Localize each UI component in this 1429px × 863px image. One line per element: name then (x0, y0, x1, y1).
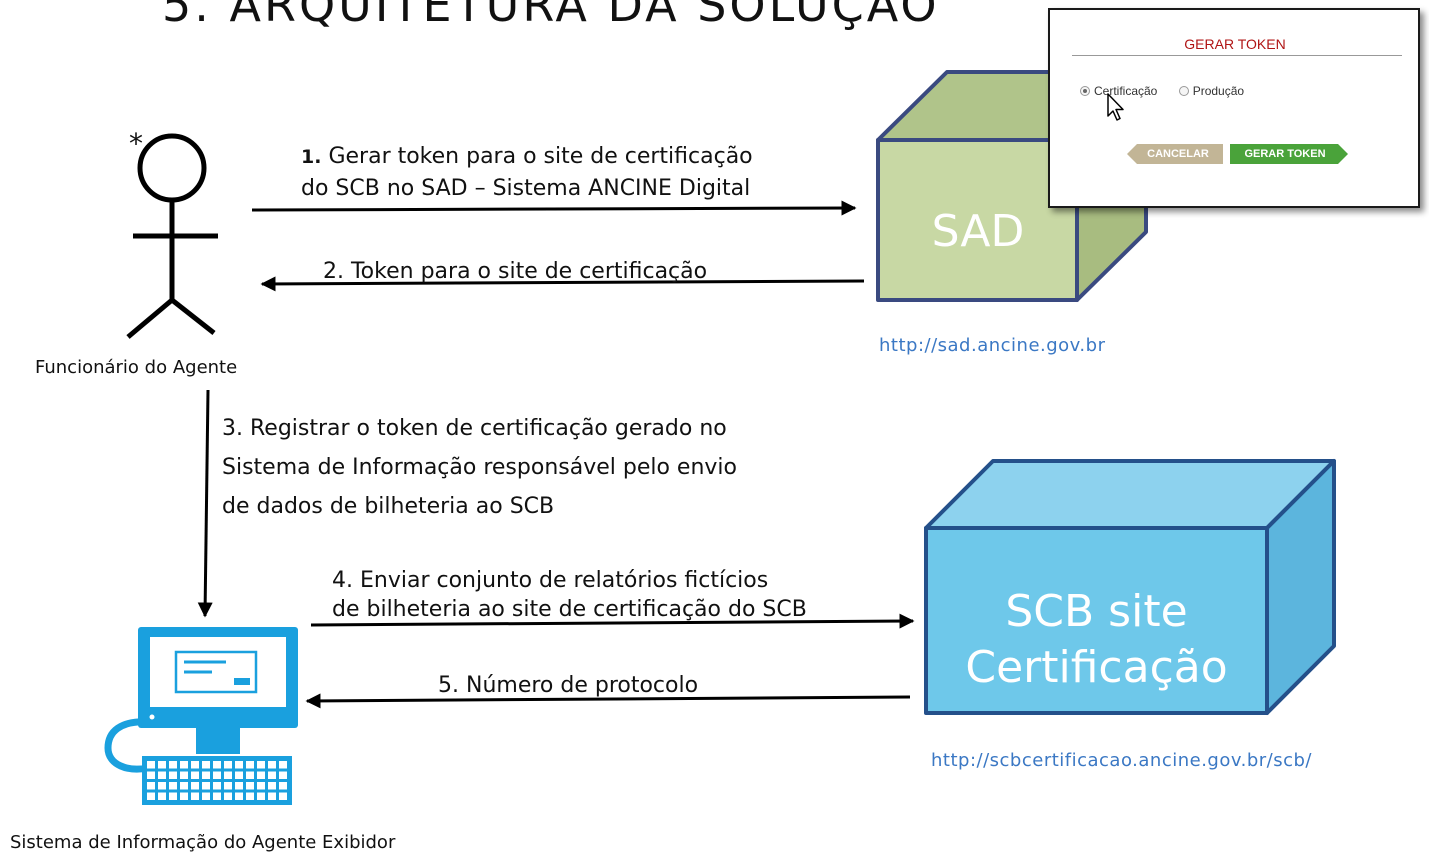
scb-label: SCB site Certificação (926, 584, 1267, 696)
keyboard-key (147, 761, 155, 769)
keyboard-key (169, 771, 177, 779)
keyboard-key (224, 792, 232, 800)
person-label: Funcionário do Agente (35, 357, 238, 378)
keyboard-key (169, 761, 177, 769)
step-1-number: 1. (301, 146, 322, 168)
keyboard-key (235, 771, 243, 779)
arrow-3 (197, 389, 213, 618)
keyboard-key (213, 761, 221, 769)
step-1-line-1: 1. Gerar token para o site de certificaç… (301, 140, 753, 174)
dialog-divider (1072, 55, 1402, 56)
keyboard-key (213, 771, 221, 779)
keyboard-key (147, 771, 155, 779)
keyboard-key (147, 792, 155, 800)
arrow-5 (305, 693, 911, 709)
page-title: 5. ARQUITETURA DA SOLUÇÃO (162, 0, 940, 32)
cancel-button[interactable]: CANCELAR (1127, 144, 1223, 164)
keyboard-key (224, 771, 232, 779)
keyboard-key (246, 771, 254, 779)
keyboard-key (268, 792, 276, 800)
keyboard-key (268, 761, 276, 769)
sad-label: SAD (931, 206, 1025, 257)
keyboard-key (279, 782, 287, 790)
step-1-text: Gerar token para o site de certificação (328, 144, 753, 169)
keyboard-key (235, 782, 243, 790)
radio-option-certificacao[interactable]: Certificação (1080, 84, 1161, 98)
keyboard-key (180, 782, 188, 790)
keyboard-key (180, 761, 188, 769)
sad-url: http://sad.ancine.gov.br (879, 335, 1106, 356)
keyboard-key (169, 782, 177, 790)
keyboard-key (246, 792, 254, 800)
keyboard-key (158, 761, 166, 769)
step-1-line-2: do SCB no SAD – Sistema ANCINE Digital (301, 176, 751, 201)
step-3-line-2: Sistema de Informação responsável pelo e… (222, 455, 738, 480)
radio-label-producao: Produção (1192, 84, 1245, 98)
actor-marker: * (129, 127, 143, 160)
keyboard-key (180, 771, 188, 779)
keyboard-key (191, 761, 199, 769)
keyboard-key (147, 782, 155, 790)
arrow-2 (260, 276, 865, 292)
keyboard-key (191, 771, 199, 779)
keyboard-key (279, 761, 287, 769)
gerar-token-dialog: GERAR TOKEN Certificação Produção CANCEL… (1048, 8, 1420, 208)
step-2-label: 2. Token para o site de certificação (323, 259, 708, 284)
keyboard-key (202, 782, 210, 790)
keyboard-key (202, 792, 210, 800)
arrow-4 (310, 613, 915, 629)
keyboard-key (279, 792, 287, 800)
keyboard-key (202, 761, 210, 769)
keyboard-key (213, 782, 221, 790)
step-4-line-1: 4. Enviar conjunto de relatórios fictíci… (332, 568, 769, 593)
keyboard-key (279, 771, 287, 779)
keyboard-key (235, 792, 243, 800)
keyboard-key (235, 761, 243, 769)
stick-figure-icon (126, 133, 218, 339)
keyboard-key (180, 792, 188, 800)
keyboard-key (224, 761, 232, 769)
keyboard-key (158, 782, 166, 790)
gerar-token-button[interactable]: GERAR TOKEN (1230, 144, 1348, 164)
scb-label-line-1: SCB site (1005, 586, 1188, 637)
keyboard-key (191, 792, 199, 800)
step-3-line-1: 3. Registrar o token de certificação ger… (222, 416, 727, 441)
keyboard-key (268, 771, 276, 779)
keyboard-key (268, 782, 276, 790)
mouse-pointer-icon (1107, 93, 1124, 121)
keyboard-key (257, 771, 265, 779)
arrow-1 (251, 200, 857, 216)
keyboard-key (202, 771, 210, 779)
radio-option-producao[interactable]: Produção (1178, 84, 1245, 98)
radio-certificacao[interactable] (1080, 86, 1090, 96)
keyboard-key (191, 782, 199, 790)
keyboard-key (213, 792, 221, 800)
keyboard-key (257, 782, 265, 790)
dialog-title: GERAR TOKEN (1184, 36, 1286, 52)
keyboard-key (169, 792, 177, 800)
keyboard-key (158, 771, 166, 779)
keyboard-key (158, 792, 166, 800)
computer-label: Sistema de Informação do Agente Exibidor (10, 832, 396, 853)
environment-radio-group: Certificação Produção (1080, 84, 1244, 98)
radio-label-certificacao: Certificação (1094, 84, 1158, 98)
step-5-label: 5. Número de protocolo (438, 673, 699, 698)
scb-box (924, 459, 1336, 715)
step-3-line-3: de dados de bilheteria ao SCB (222, 494, 555, 519)
keyboard-key (257, 792, 265, 800)
scb-url: http://scbcertificacao.ancine.gov.br/scb… (931, 750, 1312, 771)
keyboard-key (224, 782, 232, 790)
keyboard-key (246, 761, 254, 769)
keyboard-key (257, 761, 265, 769)
keyboard-key (246, 782, 254, 790)
radio-producao[interactable] (1178, 86, 1189, 96)
step-4-line-2: de bilheteria ao site de certificação do… (332, 597, 807, 622)
scb-label-line-2: Certificação (965, 642, 1228, 693)
desktop-computer-icon (104, 627, 298, 805)
